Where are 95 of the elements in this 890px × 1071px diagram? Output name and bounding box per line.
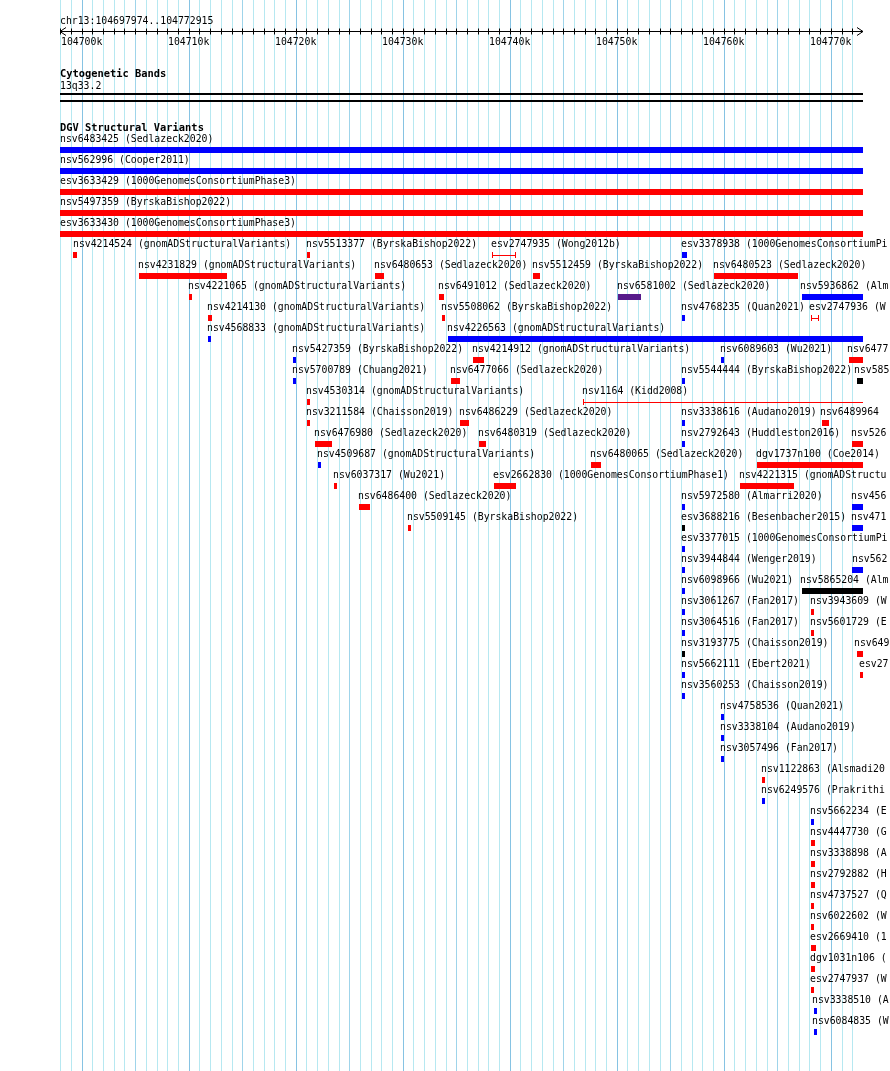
feature-label: esv2662830 (1000GenomesConsortiumPhase1) (493, 469, 729, 480)
tick-label: 104770k (810, 36, 852, 47)
feature-label: nsv6483425 (Sedlazeck2020) (60, 133, 214, 144)
feature-label: nsv6486400 (Sedlazeck2020) (358, 490, 512, 501)
tick-label: 104750k (596, 36, 638, 47)
feature-label: nsv5427359 (ByrskaBishop2022) (292, 343, 464, 354)
feature-label: nsv6480653 (Sedlazeck2020) (374, 259, 528, 270)
feature-label: nsv6489964 (820, 406, 879, 417)
feature-label: nsv585 (854, 364, 890, 375)
feature-label: nsv4530314 (gnomADStructuralVariants) (306, 385, 525, 396)
feature-label: nsv3338898 (A (810, 847, 887, 858)
feature-label: nsv5936862 (Alm (800, 280, 889, 291)
coordinate-label: chr13:104697974..104772915 (60, 15, 214, 26)
feature-label: esv3688216 (Besenbacher2015) (681, 511, 847, 522)
feature-label: nsv2792882 (H (810, 868, 887, 879)
feature-label: nsv5513377 (ByrskaBishop2022) (306, 238, 478, 249)
feature-label: nsv6084835 (W (812, 1015, 889, 1026)
feature-label: nsv5972580 (Almarri2020) (681, 490, 823, 501)
track-title: Cytogenetic Bands (60, 68, 167, 79)
feature-label: nsv5865204 (Alm (800, 574, 889, 585)
feature-label: nsv3338616 (Audano2019) (681, 406, 817, 417)
tick-label: 104710k (168, 36, 210, 47)
feature-label: nsv1164 (Kidd2008) (582, 385, 689, 396)
feature-label: nsv6491012 (Sedlazeck2020) (438, 280, 592, 291)
feature-label: nsv4214524 (gnomADStructuralVariants) (73, 238, 292, 249)
feature-label: esv3633429 (1000GenomesConsortiumPhase3) (60, 175, 296, 186)
feature-label: nsv6480065 (Sedlazeck2020) (590, 448, 744, 459)
feature-label: nsv2792643 (Huddleston2016) (681, 427, 841, 438)
feature-label: nsv6249576 (Prakrithi (761, 784, 885, 795)
feature-label: nsv5508062 (ByrskaBishop2022) (441, 301, 613, 312)
feature-label: nsv3943609 (W (810, 595, 887, 606)
feature-label: nsv6037317 (Wu2021) (333, 469, 446, 480)
feature-label: esv2669410 (1 (810, 931, 887, 942)
feature-label: nsv3193775 (Chaisson2019) (681, 637, 829, 648)
feature-label: nsv6581002 (Sedlazeck2020) (617, 280, 771, 291)
feature-label: nsv4221315 (gnomADStructu (739, 469, 887, 480)
feature-label: nsv6480319 (Sedlazeck2020) (478, 427, 632, 438)
feature-label: nsv5601729 (E (810, 616, 887, 627)
feature-label: nsv4214912 (gnomADStructuralVariants) (472, 343, 691, 354)
feature-label: nsv5497359 (ByrskaBishop2022) (60, 196, 232, 207)
feature-label: nsv526 (851, 427, 887, 438)
feature-label: esv2747936 (W (809, 301, 886, 312)
feature-label: nsv6477066 (Sedlazeck2020) (450, 364, 604, 375)
feature-label: nsv4768235 (Quan2021) (681, 301, 805, 312)
feature-label: nsv6089603 (Wu2021) (720, 343, 833, 354)
feature-label: nsv4447730 (G (810, 826, 887, 837)
feature-label: nsv4758536 (Quan2021) (720, 700, 844, 711)
feature-label: nsv1122863 (Alsmadi20 (761, 763, 885, 774)
feature-label: nsv3061267 (Fan2017) (681, 595, 799, 606)
feature-label: nsv6022602 (W (810, 910, 887, 921)
feature-label: nsv4231829 (gnomADStructuralVariants) (138, 259, 357, 270)
tick-label: 104700k (61, 36, 103, 47)
band-label: 13q33.2 (60, 80, 102, 91)
feature-label: nsv6476980 (Sedlazeck2020) (314, 427, 468, 438)
tick-label: 104720k (275, 36, 317, 47)
feature-label: nsv6098966 (Wu2021) (681, 574, 794, 585)
feature-label: nsv6480523 (Sedlazeck2020) (713, 259, 867, 270)
feature-label: nsv4214130 (gnomADStructuralVariants) (207, 301, 426, 312)
feature-label: nsv3064516 (Fan2017) (681, 616, 799, 627)
feature-label: nsv5512459 (ByrskaBishop2022) (532, 259, 704, 270)
feature-label: nsv649 (854, 637, 890, 648)
feature-label: nsv3560253 (Chaisson2019) (681, 679, 829, 690)
feature-label: nsv5544444 (ByrskaBishop2022) (681, 364, 853, 375)
feature-label: esv2747935 (Wong2012b) (491, 238, 621, 249)
feature-label: esv3377015 (1000GenomesConsortiumPi (681, 532, 888, 543)
feature-label: nsv4221065 (gnomADStructuralVariants) (188, 280, 407, 291)
feature-label: nsv3057496 (Fan2017) (720, 742, 838, 753)
tick-label: 104730k (382, 36, 424, 47)
feature-label: esv3633430 (1000GenomesConsortiumPhase3) (60, 217, 296, 228)
feature-label: nsv3944844 (Wenger2019) (681, 553, 817, 564)
feature-label: esv27 (859, 658, 889, 669)
feature-label: esv2747937 (W (810, 973, 887, 984)
feature-label: nsv3338510 (A (812, 994, 889, 1005)
feature-label: nsv4568833 (gnomADStructuralVariants) (207, 322, 426, 333)
feature-label: nsv3211584 (Chaisson2019) (306, 406, 454, 417)
tick-label: 104760k (703, 36, 745, 47)
feature-label: nsv562 (852, 553, 888, 564)
feature-label: nsv6486229 (Sedlazeck2020) (459, 406, 613, 417)
feature-label: nsv6477 (847, 343, 889, 354)
track-title: DGV Structural Variants (60, 122, 204, 133)
feature-label: nsv4737527 (Q (810, 889, 887, 900)
feature-label: esv3378938 (1000GenomesConsortiumPi (681, 238, 888, 249)
tick-label: 104740k (489, 36, 531, 47)
feature-label: nsv5662234 (E (810, 805, 887, 816)
feature-label: nsv5700789 (Chuang2021) (292, 364, 428, 375)
feature-label: nsv456 (851, 490, 887, 501)
feature-label: nsv5509145 (ByrskaBishop2022) (407, 511, 579, 522)
feature-label: nsv4509687 (gnomADStructuralVariants) (317, 448, 536, 459)
feature-label: nsv4226563 (gnomADStructuralVariants) (447, 322, 666, 333)
feature-label: nsv562996 (Cooper2011) (60, 154, 190, 165)
feature-label: nsv471 (851, 511, 887, 522)
feature-label: dgv1737n100 (Coe2014) (756, 448, 880, 459)
feature-label: nsv3338104 (Audano2019) (720, 721, 856, 732)
feature-label: nsv5662111 (Ebert2021) (681, 658, 811, 669)
feature-label: dgv1031n106 ( (810, 952, 887, 963)
